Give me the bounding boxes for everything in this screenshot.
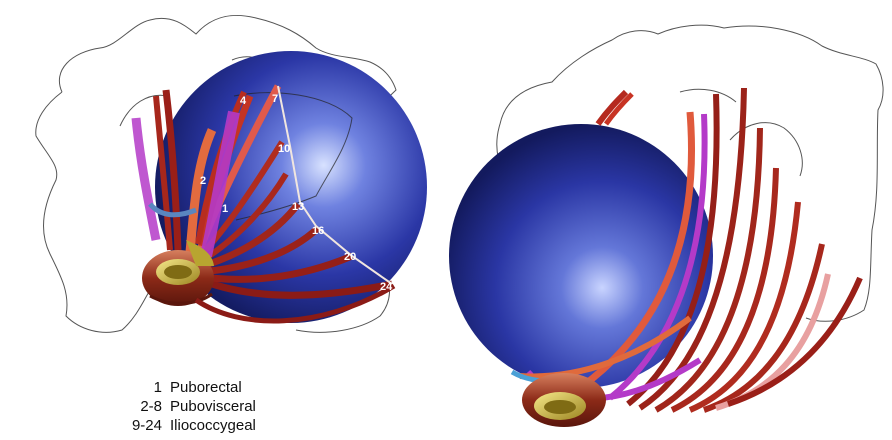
label-24: 24 xyxy=(380,281,393,293)
ring-right-hole xyxy=(544,400,576,414)
label-2: 2 xyxy=(200,175,206,187)
ring-left-hole xyxy=(164,265,192,279)
legend-row-pubovisceral: 2-8 Pubovisceral xyxy=(104,397,256,416)
label-16: 16 xyxy=(312,225,324,237)
legend-name: Puborectal xyxy=(170,378,242,397)
legend-row-puborectal: 1 Puborectal xyxy=(104,378,256,397)
legend-name: Pubovisceral xyxy=(170,397,256,416)
label-7: 7 xyxy=(272,93,278,105)
puborectal-band-back xyxy=(136,118,156,240)
legend-range: 2-8 xyxy=(104,397,170,416)
legend-range: 9-24 xyxy=(104,416,170,435)
right-view xyxy=(449,25,883,427)
legend: 1 Puborectal 2-8 Pubovisceral 9-24 Ilioc… xyxy=(104,378,256,435)
label-20: 20 xyxy=(344,251,356,263)
label-13: 13 xyxy=(292,201,304,213)
label-1: 1 xyxy=(222,203,228,215)
legend-range: 1 xyxy=(104,378,170,397)
fiber-right-9 xyxy=(716,274,828,408)
legend-row-iliococcygeal: 9-24 Iliococcygeal xyxy=(104,416,256,435)
left-view: 1 1 2 4 7 10 13 16 20 24 xyxy=(36,15,427,332)
legend-name: Iliococcygeal xyxy=(170,416,256,435)
label-1-top: 1 xyxy=(150,123,156,135)
label-4: 4 xyxy=(240,95,247,107)
label-10: 10 xyxy=(278,143,290,155)
